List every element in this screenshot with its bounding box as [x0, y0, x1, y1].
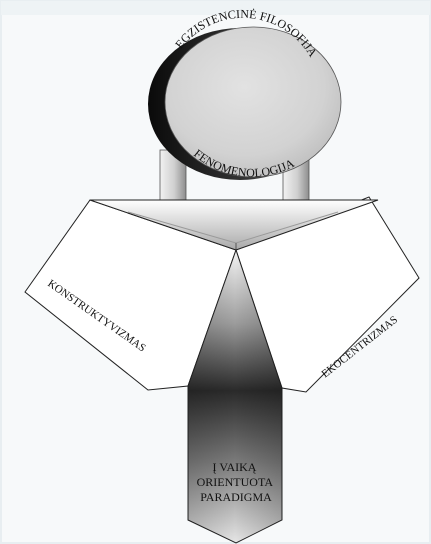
center-tie-line-3: PARADIGMA — [200, 490, 272, 504]
center-tie-line-2: ORIENTUOTA — [197, 475, 274, 489]
center-tie-line-1: Į VAIKĄ — [213, 460, 257, 474]
